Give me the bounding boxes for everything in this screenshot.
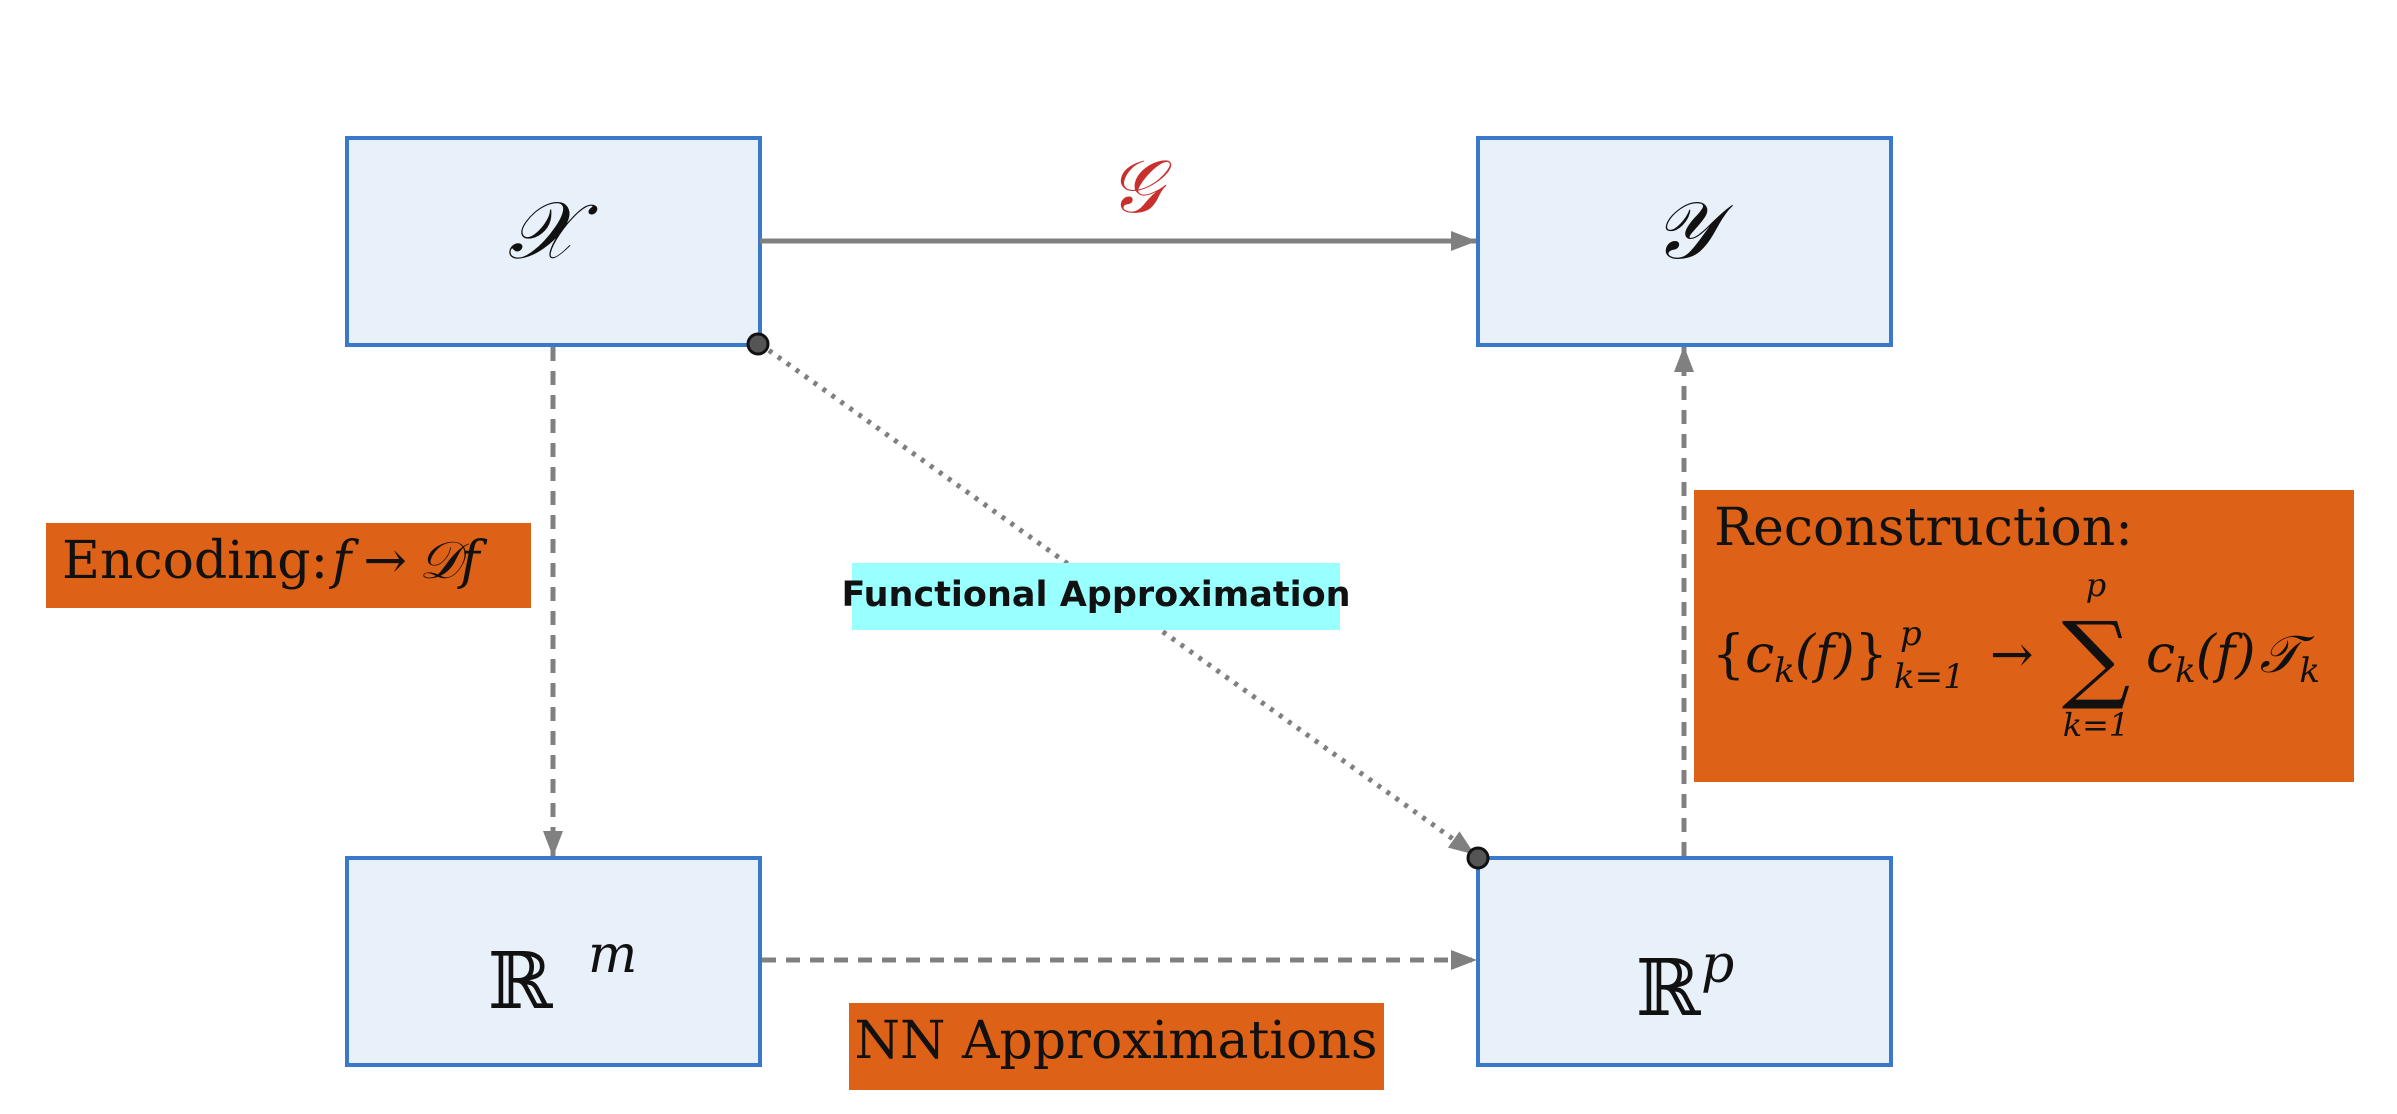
functional-end-dot bbox=[1466, 846, 1490, 870]
encoding-label: Encoding:f→𝒟f bbox=[62, 531, 487, 591]
rp-space-label: ℝ bbox=[1636, 944, 1702, 1034]
functional-approximation-arrow bbox=[758, 341, 1476, 857]
nn-label: NN Approximations bbox=[854, 1011, 1377, 1071]
functional-start-dot bbox=[746, 332, 770, 356]
nn-label-bg bbox=[849, 1003, 1384, 1090]
rm-base: ℝ bbox=[488, 937, 554, 1027]
rm-space-superscript: m bbox=[588, 925, 637, 985]
recon-brace-close: } bbox=[1855, 625, 1888, 685]
recon-c2: c bbox=[2146, 625, 2175, 685]
encoding-label-bg bbox=[46, 523, 531, 608]
reconstruction-coefficients: {ck(f)} bbox=[1712, 625, 1888, 691]
reconstruction-label-bg bbox=[1694, 490, 2354, 782]
recon-k1: k bbox=[1774, 651, 1795, 691]
rp-base: ℝ bbox=[1636, 944, 1702, 1034]
y-space-box bbox=[1476, 136, 1893, 347]
recon-paren2: (f) bbox=[2196, 625, 2256, 685]
recon-k-eq-1-sub: k=1 bbox=[1894, 657, 1965, 697]
recon-k2: k bbox=[2175, 651, 2196, 691]
recon-arrow-symbol: → bbox=[1990, 625, 2034, 685]
x-space-box bbox=[345, 136, 762, 347]
recon-p-sup: p bbox=[1900, 614, 1922, 654]
recon-paren1: (f) bbox=[1795, 625, 1855, 685]
functional-label-bg bbox=[852, 563, 1340, 630]
recon-sum-top: p bbox=[2086, 566, 2106, 604]
operator-label: 𝒢 bbox=[1109, 144, 1173, 230]
functional-label: Functional Approximation bbox=[841, 575, 1350, 615]
recon-brace-open: { bbox=[1712, 625, 1745, 685]
rm-space-label: ℝ bbox=[488, 937, 554, 1027]
encoding-prefix: Encoding: bbox=[62, 531, 328, 591]
recon-k3: k bbox=[2299, 651, 2320, 691]
reconstruction-title: Reconstruction: bbox=[1714, 498, 2133, 558]
recon-c1: c bbox=[1745, 625, 1774, 685]
rp-space-superscript: p bbox=[1701, 935, 1734, 995]
reconstruction-sum-term: ck(f)𝒯k bbox=[2146, 625, 2320, 691]
rm-space-box bbox=[345, 856, 762, 1067]
rp-space-box bbox=[1476, 856, 1893, 1067]
encoding-arrow-symbol: → bbox=[363, 531, 407, 591]
recon-sigma: ∑ bbox=[2062, 601, 2131, 713]
recon-sum-bottom: k=1 bbox=[2063, 706, 2130, 744]
